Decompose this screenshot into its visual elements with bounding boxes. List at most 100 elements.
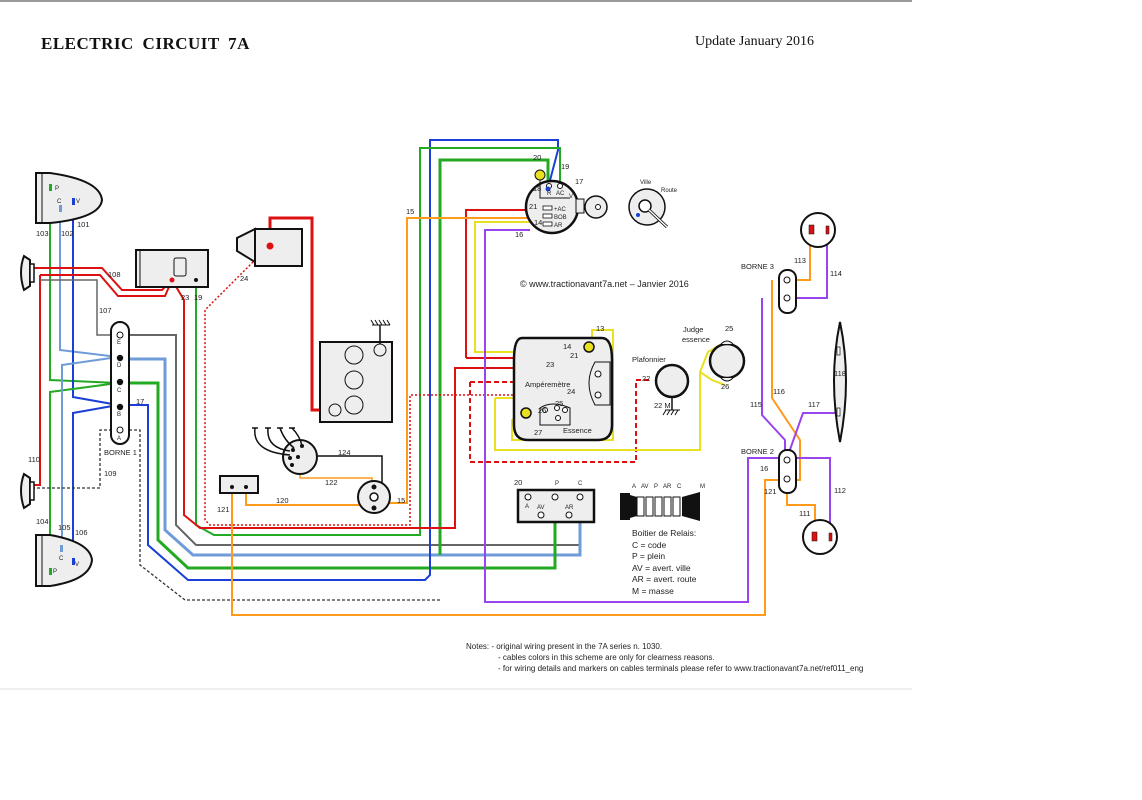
ignition-switch bbox=[524, 169, 608, 235]
page-title: ELECTRIC CIRCUIT 7A bbox=[41, 34, 250, 53]
label-106: 106 bbox=[75, 528, 88, 537]
rear-lamp-p: P bbox=[53, 569, 57, 575]
borne1-D: D bbox=[117, 363, 122, 369]
dome-light bbox=[654, 363, 690, 416]
borne1-B: B bbox=[117, 412, 121, 418]
wire-117 bbox=[786, 412, 840, 459]
wire-20 bbox=[438, 158, 550, 555]
ammeter bbox=[512, 336, 614, 442]
distributor bbox=[252, 427, 318, 475]
relay-P: P bbox=[555, 481, 559, 487]
label-24-amm: 24 bbox=[567, 387, 575, 396]
wire-104 bbox=[49, 382, 119, 570]
side-lamp bbox=[833, 321, 847, 443]
label-124: 124 bbox=[338, 448, 351, 457]
label-20-relay: 20 bbox=[514, 478, 522, 487]
relay-connector bbox=[620, 492, 700, 521]
conn-A: A bbox=[632, 484, 636, 490]
tail-lamp-lower bbox=[802, 519, 838, 555]
headlamp-rear bbox=[35, 534, 94, 587]
label-25-amm: 25 bbox=[555, 399, 563, 408]
label-19-sw: 19 bbox=[561, 162, 569, 171]
wire-105 bbox=[61, 356, 119, 545]
label-103: 103 bbox=[36, 229, 49, 238]
horn-rear bbox=[20, 472, 35, 510]
label-115: 115 bbox=[750, 400, 762, 409]
note-line-1: Notes: - original wiring present in the … bbox=[466, 642, 663, 651]
notes: Notes: - original wiring present in the … bbox=[466, 641, 863, 674]
label-117: 117 bbox=[808, 400, 820, 409]
label-13: 13 bbox=[596, 324, 604, 333]
wire-109 bbox=[32, 429, 440, 601]
update-date: Update January 2016 bbox=[695, 34, 814, 49]
relay-C: C bbox=[578, 481, 583, 487]
wire-102 bbox=[59, 205, 119, 358]
fuel-sender bbox=[708, 340, 746, 382]
horn-front bbox=[20, 254, 35, 292]
label-23-reg: 23 bbox=[181, 293, 189, 302]
label-109: 109 bbox=[104, 469, 117, 478]
borne1-C: C bbox=[117, 388, 122, 394]
judge-label-1: Judge bbox=[683, 325, 703, 334]
label-116: 116 bbox=[773, 387, 785, 396]
wire-103 bbox=[49, 190, 119, 384]
connector-block bbox=[219, 475, 259, 494]
label-108: 108 bbox=[108, 270, 121, 279]
essence-label: Essence bbox=[563, 426, 592, 435]
label-113: 113 bbox=[794, 256, 806, 265]
relay-legend: Boitier de Relais: C = code P = plein AV… bbox=[632, 528, 697, 597]
label-114: 114 bbox=[830, 269, 842, 278]
label-16-sw: 16 bbox=[515, 230, 523, 239]
plafonnier-label: Plafonnier bbox=[632, 355, 666, 364]
plafonnier-ground: 22 M bbox=[654, 401, 671, 410]
label-17-sw: 17 bbox=[575, 177, 583, 186]
note-line-2: - cables colors in this scheme are only … bbox=[498, 653, 715, 662]
wire-borne1-D bbox=[125, 357, 582, 557]
label-15-coil: 15 bbox=[397, 496, 405, 505]
borne-3 bbox=[778, 269, 797, 314]
relay-legend-item: P = plein bbox=[632, 551, 666, 561]
label-19-reg: 19 bbox=[194, 293, 202, 302]
conn-AV: AV bbox=[641, 484, 649, 490]
wire-120 bbox=[245, 488, 372, 506]
relay-legend-item: M = masse bbox=[632, 585, 674, 596]
switch-R: R bbox=[547, 191, 552, 197]
wire-106 bbox=[72, 404, 119, 560]
label-14-amm: 14 bbox=[563, 342, 571, 351]
label-118: 118 bbox=[834, 369, 846, 378]
label-21-amm: 21 bbox=[570, 351, 578, 360]
label-122: 122 bbox=[325, 478, 338, 487]
wire-121 bbox=[231, 479, 787, 616]
label-105: 105 bbox=[58, 523, 71, 532]
wire-101 bbox=[72, 200, 119, 406]
wire-borne1-C bbox=[125, 381, 557, 570]
wire-15 bbox=[380, 217, 530, 504]
wire-112 bbox=[787, 457, 831, 537]
label-17-borne: 17 bbox=[136, 397, 144, 406]
wire-battery bbox=[268, 216, 328, 412]
label-120: 120 bbox=[276, 496, 289, 505]
lamp-c: C bbox=[57, 199, 62, 205]
diagram-page bbox=[0, 0, 912, 2]
conn-P: P bbox=[654, 484, 658, 490]
label-26-judge: 26 bbox=[721, 382, 729, 391]
label-21-sw: 21 bbox=[529, 202, 537, 211]
wire-13 bbox=[511, 329, 614, 441]
switch-BOB: BOB bbox=[554, 215, 567, 221]
wire-108b bbox=[32, 275, 41, 486]
borne-1 bbox=[110, 321, 130, 445]
label-121-a: 121 bbox=[217, 505, 230, 514]
wire-108c bbox=[40, 274, 173, 297]
label-27: 27 bbox=[534, 428, 542, 437]
wire-107 bbox=[40, 279, 118, 336]
wire-26-judge bbox=[699, 371, 726, 386]
lamp-v: V bbox=[76, 199, 80, 205]
label-14-sw: 14 bbox=[534, 218, 542, 227]
relay-box bbox=[516, 488, 596, 524]
borne2-label: BORNE 2 bbox=[741, 447, 774, 456]
borne-2 bbox=[778, 449, 797, 494]
wire-115 bbox=[761, 298, 786, 455]
label-24-start: 24 bbox=[240, 274, 248, 283]
label-26-amm: 26 bbox=[538, 406, 546, 415]
